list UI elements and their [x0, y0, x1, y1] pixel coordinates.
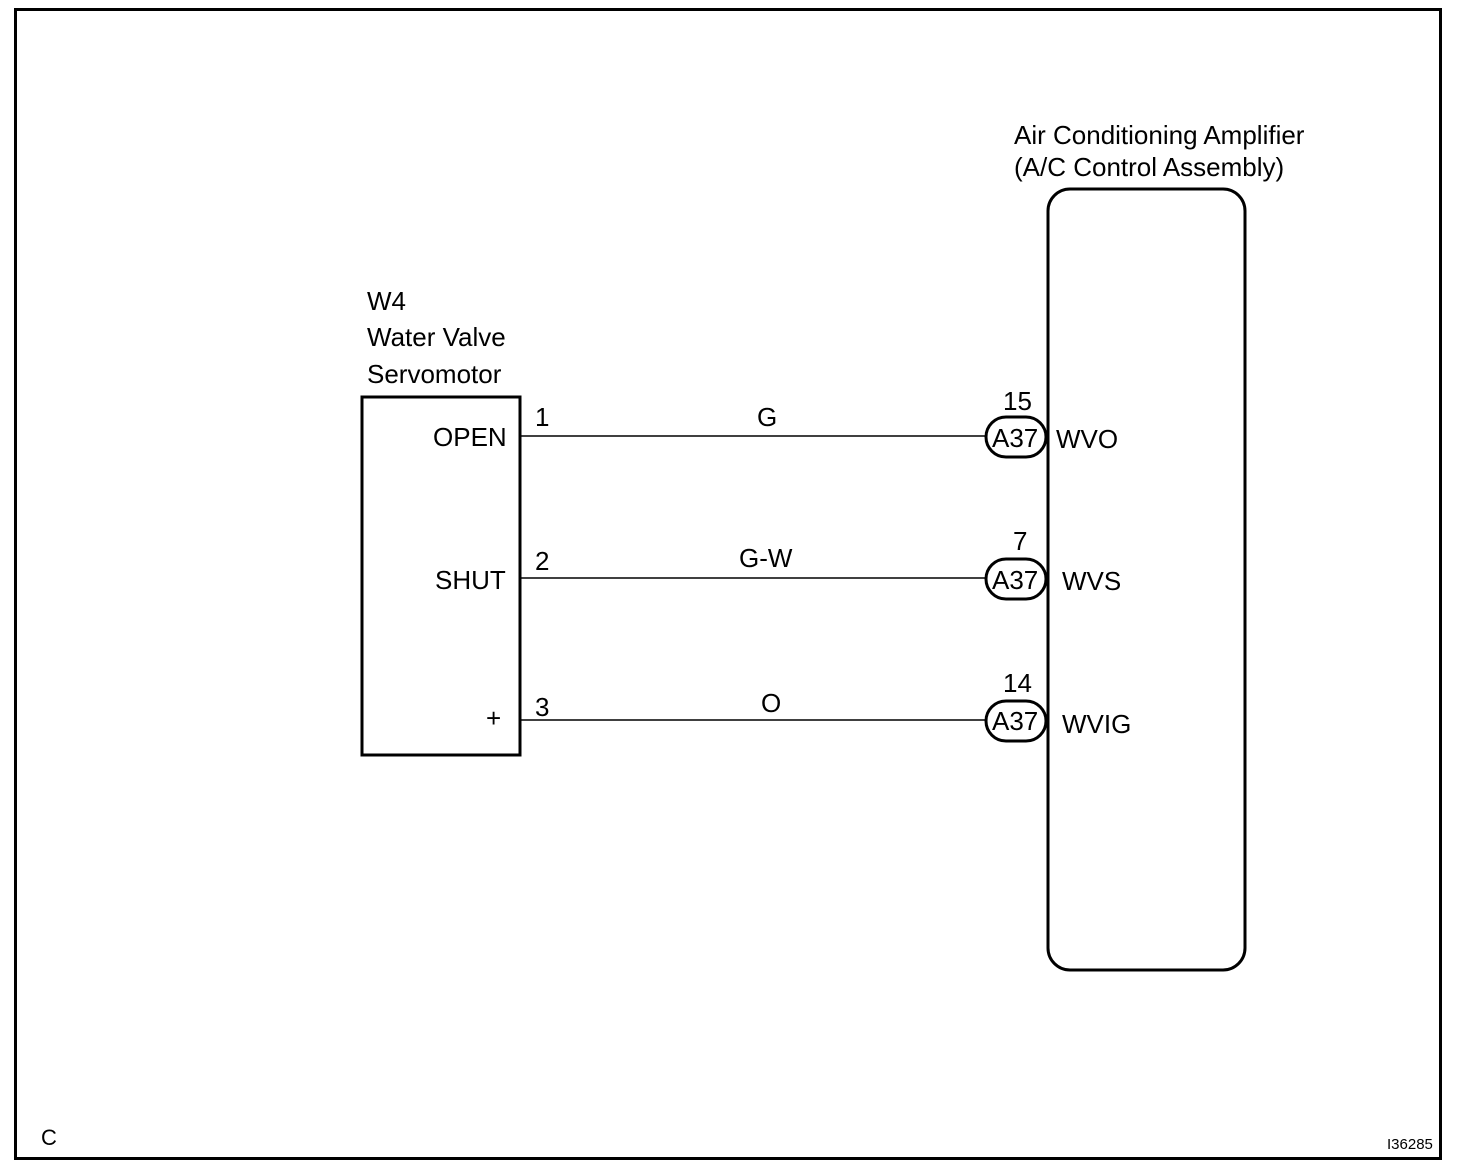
figure-id: I36285 — [1387, 1136, 1433, 1153]
amplifier-box — [1046, 187, 1247, 972]
corner-letter: C — [41, 1125, 57, 1150]
terminal-shut: SHUT — [435, 565, 506, 595]
amplifier-subtitle: (A/C Control Assembly) — [1014, 152, 1285, 182]
servomotor-code: W4 — [367, 286, 406, 316]
connector-code-2: A37 — [992, 565, 1039, 595]
pin-right-3: 14 — [1003, 668, 1032, 698]
connector-capsule-1 — [984, 415, 1048, 459]
servomotor-box — [360, 395, 522, 757]
wire-color-2: G-W — [739, 543, 793, 573]
amplifier-title: Air Conditioning Amplifier — [1014, 120, 1305, 150]
servomotor-name-line1: Water Valve — [367, 322, 506, 352]
terminal-plus: + — [486, 703, 502, 733]
pin-left-3: 3 — [535, 692, 550, 722]
terminal-wvo: WVO — [1056, 424, 1119, 454]
pin-left-1: 1 — [535, 402, 550, 432]
pin-left-2: 2 — [535, 546, 550, 576]
pin-right-1: 15 — [1003, 386, 1032, 416]
terminal-wvig: WVIG — [1062, 709, 1132, 739]
terminal-open: OPEN — [433, 422, 507, 452]
pin-right-2: 7 — [1013, 526, 1028, 556]
connector-code-3: A37 — [992, 706, 1039, 736]
servomotor-name-line2: Servomotor — [367, 359, 502, 389]
connector-capsule-3 — [984, 699, 1048, 743]
diagram-frame — [14, 8, 1442, 1160]
wire-color-1: G — [757, 402, 778, 432]
wire-color-3: O — [761, 688, 782, 718]
terminal-wvs: WVS — [1062, 566, 1122, 596]
connector-code-1: A37 — [992, 423, 1039, 453]
connector-capsule-2 — [984, 557, 1048, 601]
